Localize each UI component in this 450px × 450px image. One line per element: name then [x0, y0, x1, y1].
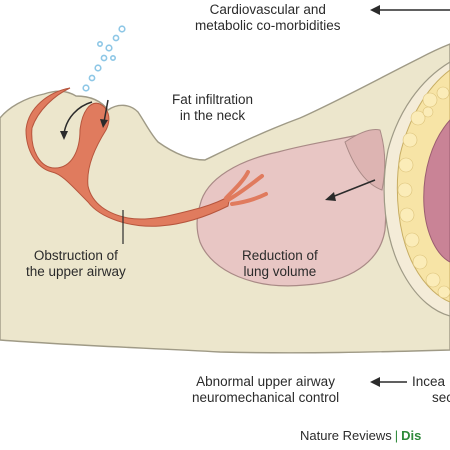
footer-journal: Dis — [401, 428, 422, 443]
fat-infiltration-line2: in the neck — [179, 108, 246, 123]
organ — [423, 119, 450, 263]
comorbidities-label-line2: metabolic co-morbidities — [195, 18, 341, 33]
lung-arrow-shaft — [331, 179, 376, 198]
comorbidities-label-line1: Cardiovascular and — [209, 2, 326, 17]
airway-arrowhead-left — [60, 131, 68, 140]
neuromechanical-line2: neuromechanical control — [192, 390, 340, 405]
fat-cells — [397, 86, 450, 299]
lung-arrowhead — [325, 192, 336, 201]
fat-infiltration-line1: Fat infiltration — [172, 92, 254, 107]
cropped-label-1: Incea — [412, 374, 446, 389]
bronchi — [224, 170, 268, 206]
lung-volume-label: Reduction of lung volume — [242, 248, 318, 280]
neuro-arrowhead — [370, 377, 380, 387]
obstruction-line2: the upper airway — [26, 264, 126, 279]
footer-credit: Nature Reviews|Dis — [300, 428, 421, 443]
lung-volume-line2: lung volume — [243, 264, 317, 279]
airway-arrowhead-right — [100, 119, 108, 128]
lung-shape — [196, 131, 387, 287]
airway-arrows — [63, 99, 109, 135]
neuromechanical-label: Abnormal upper airway neuromechanical co… — [192, 374, 339, 406]
airway-shape — [25, 87, 231, 227]
upper-lobe — [344, 129, 386, 191]
footer-separator: | — [394, 428, 399, 443]
cropped-label-2: sec — [432, 390, 450, 405]
neuromechanical-line1: Abnormal upper airway — [196, 374, 335, 389]
lung-volume-line1: Reduction of — [242, 248, 318, 263]
fat-infiltration-label: Fat infiltration in the neck — [172, 92, 253, 124]
comorbidity-arrowhead — [370, 5, 380, 15]
obstruction-label: Obstruction of the upper airway — [26, 248, 126, 280]
footer-brand: Nature Reviews — [300, 428, 392, 443]
breath-bubbles — [82, 25, 126, 92]
comorbidities-label: Cardiovascular and metabolic co-morbidit… — [195, 2, 341, 34]
obstruction-line1: Obstruction of — [33, 248, 118, 263]
